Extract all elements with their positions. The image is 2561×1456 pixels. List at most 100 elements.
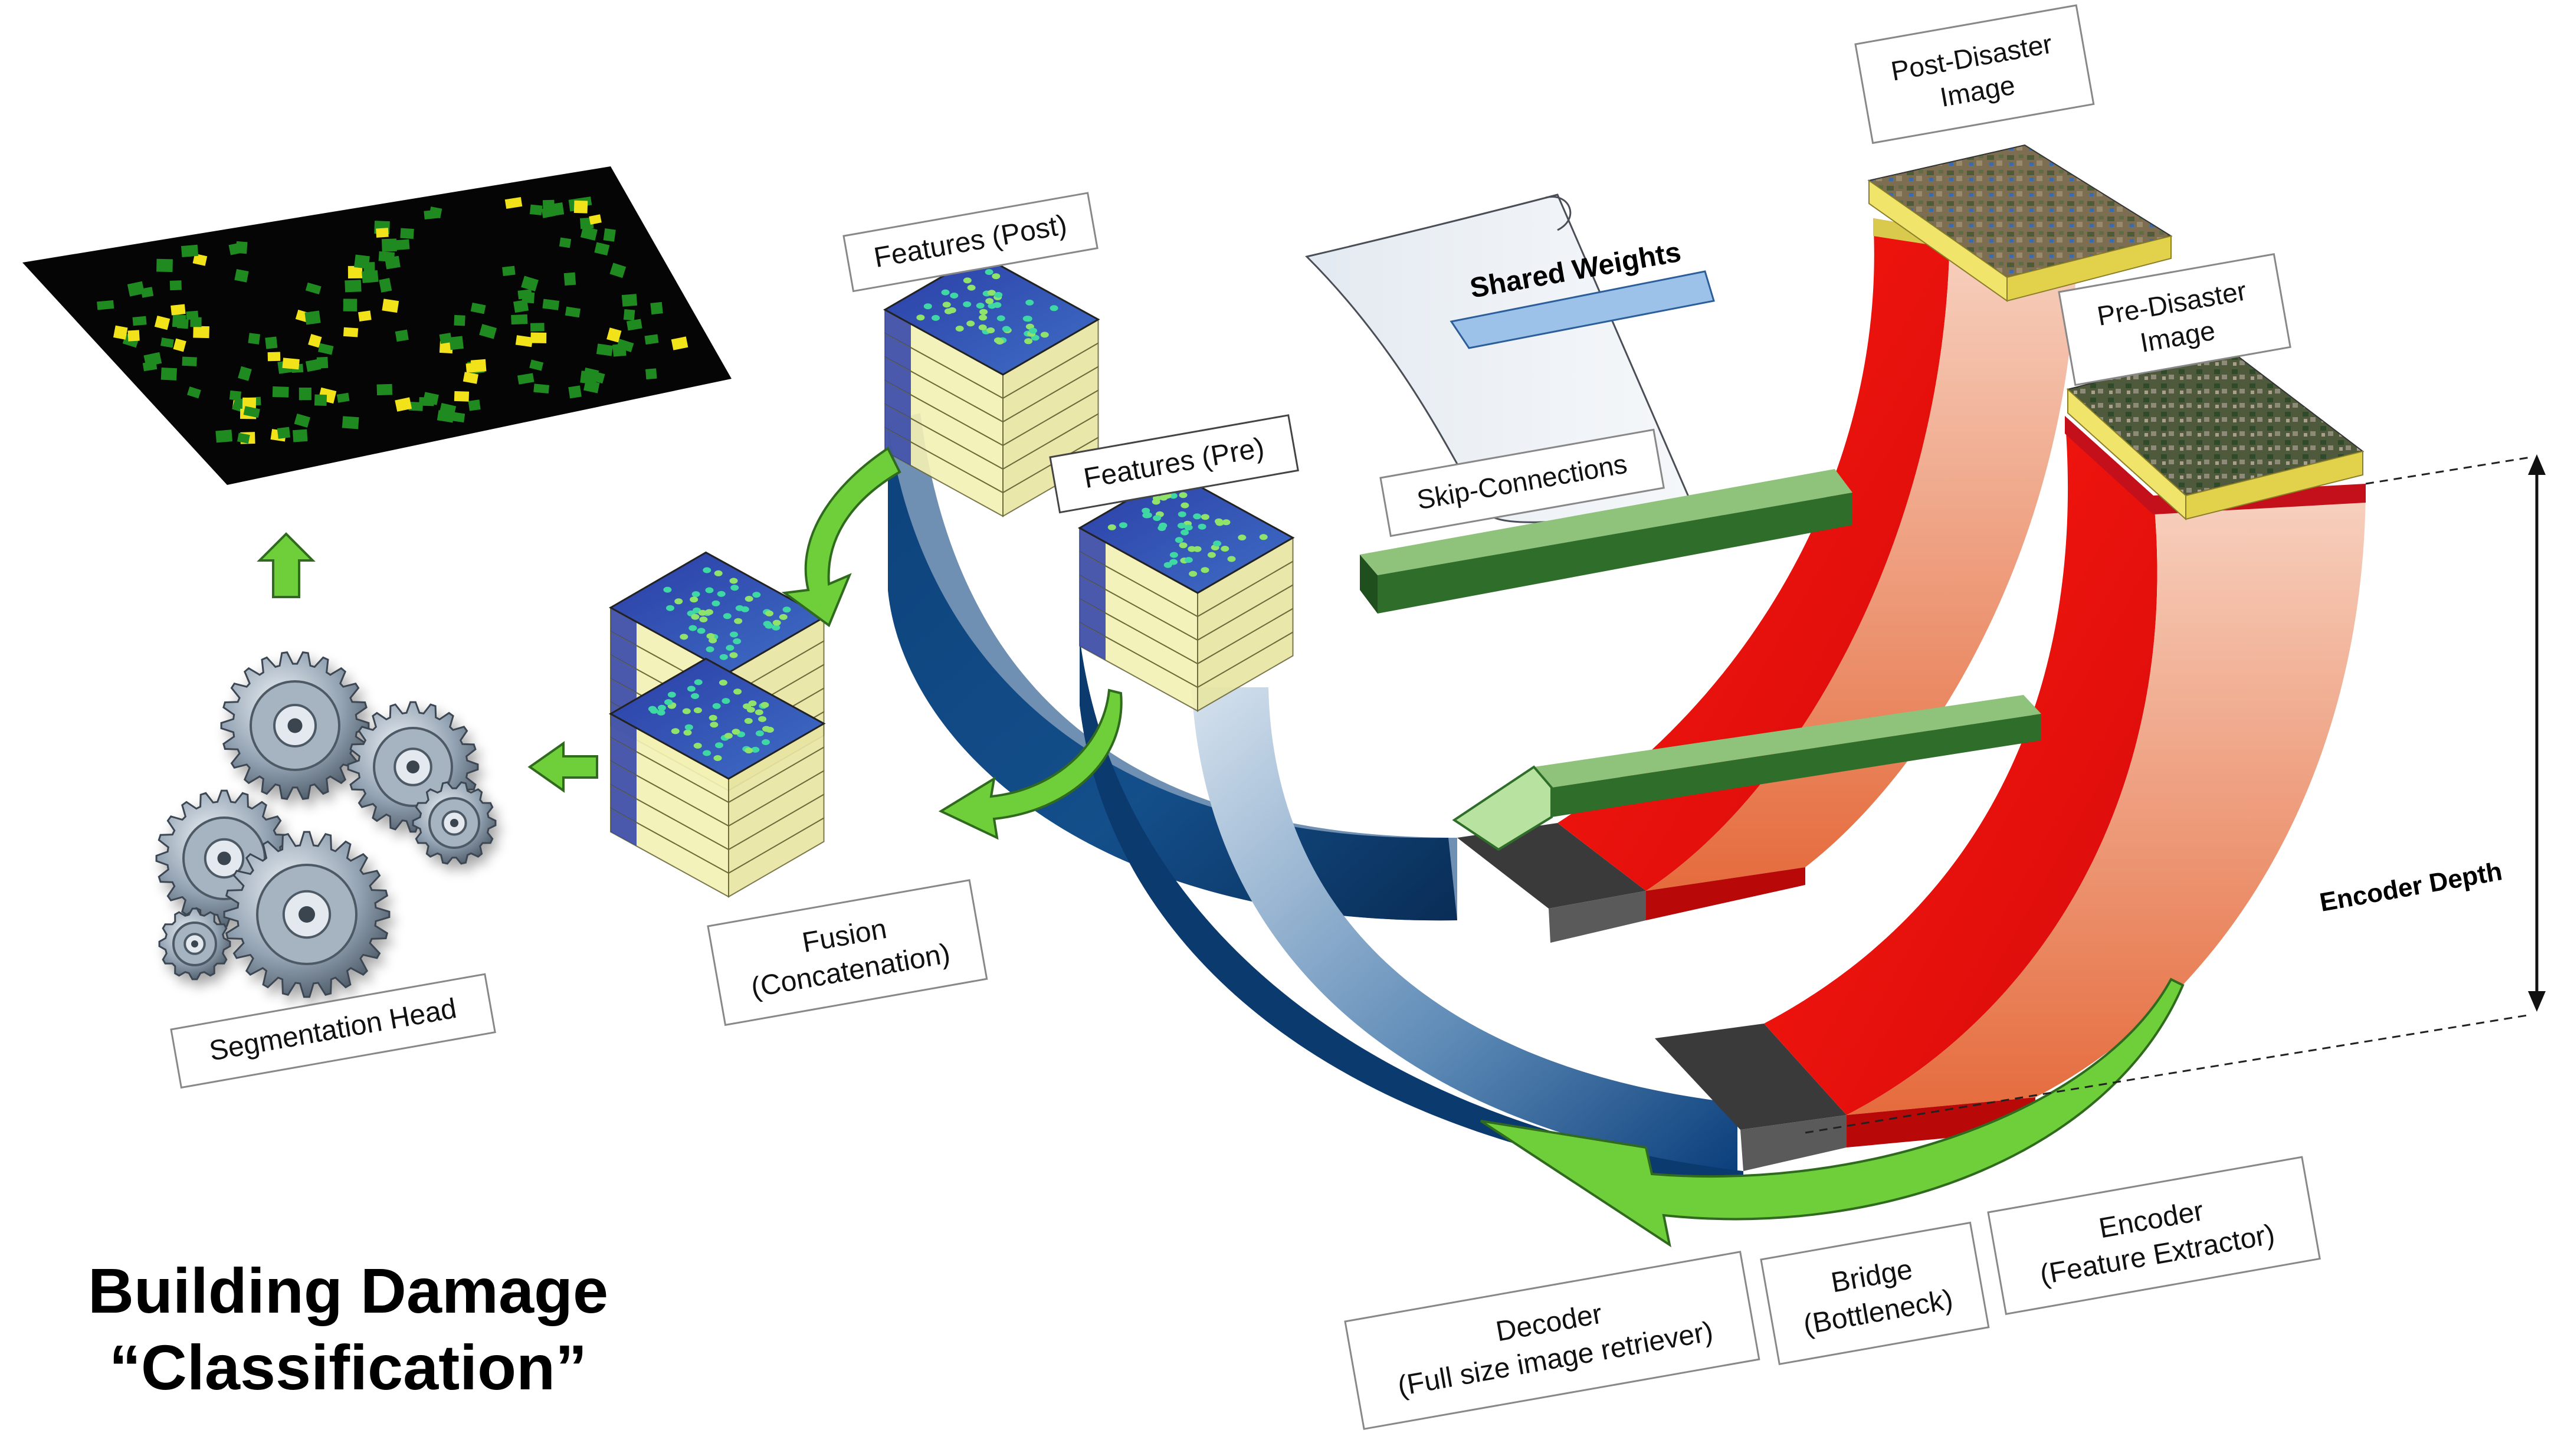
map-building — [408, 401, 424, 411]
map-building — [267, 352, 281, 362]
map-building — [305, 359, 322, 372]
map-building — [424, 209, 441, 220]
map-building — [156, 258, 173, 273]
map-building — [609, 263, 627, 278]
map-building — [243, 406, 260, 418]
map-building — [347, 265, 363, 279]
map-building — [345, 300, 358, 311]
arrow-icon — [781, 447, 901, 628]
map-building — [378, 251, 395, 263]
map-building — [542, 299, 560, 310]
map-building — [376, 228, 389, 238]
map-building — [591, 370, 605, 384]
map-building — [580, 226, 598, 241]
map-building — [644, 334, 659, 345]
map-building — [394, 239, 410, 251]
map-building — [160, 367, 177, 381]
map-building — [517, 373, 535, 385]
map-building — [186, 310, 199, 320]
map-building — [193, 326, 209, 339]
map-building — [596, 343, 614, 356]
map-building — [573, 200, 588, 214]
bridge-block-post-front — [1549, 891, 1646, 943]
fusion-stack-bottom — [608, 657, 826, 898]
encoder-band-pre — [1764, 416, 2157, 1115]
title-line-2: “Classification” — [109, 1332, 587, 1403]
label-pre-disaster-image: Pre-Disaster Image — [2058, 253, 2291, 386]
map-building — [173, 338, 186, 352]
map-building — [272, 386, 289, 398]
features-post-stack — [883, 253, 1100, 517]
label-bridge: Bridge (Bottleneck) — [1760, 1221, 1990, 1366]
encoder-depth-label: Encoder Depth — [2317, 857, 2504, 917]
bridge-block-pre-front — [1740, 1115, 1847, 1171]
map-building — [568, 385, 582, 399]
encoder-front-pre — [1847, 1097, 2035, 1147]
map-building — [294, 414, 310, 428]
map-building — [381, 238, 397, 252]
map-building — [308, 334, 322, 348]
map-building — [314, 394, 327, 406]
map-building — [563, 272, 576, 286]
map-building — [395, 397, 412, 412]
bridge-block-pre — [1655, 1024, 1847, 1130]
gear-icon — [412, 781, 497, 865]
map-building — [190, 317, 202, 327]
map-building — [132, 316, 147, 326]
map-building — [127, 330, 140, 342]
map-building — [170, 304, 186, 316]
map-building — [511, 314, 528, 325]
map-building — [248, 333, 261, 345]
map-building — [623, 309, 635, 321]
map-building — [277, 427, 291, 439]
map-building — [379, 278, 392, 293]
gear-icon — [158, 907, 231, 980]
encoder-side-post — [1646, 231, 2077, 891]
map-building — [470, 359, 487, 373]
features-pre-stack — [1077, 471, 1295, 712]
map-building — [182, 356, 197, 366]
map-building — [395, 329, 409, 342]
label-features-pre: Features (Pre) — [1049, 414, 1300, 514]
gear-icon — [155, 789, 293, 927]
map-building — [454, 314, 465, 326]
gear-icon — [223, 831, 391, 998]
encoder-front-post — [1646, 867, 1805, 920]
map-building — [603, 228, 616, 242]
map-building — [143, 352, 162, 367]
arrow-icon — [938, 688, 1123, 840]
title-line-1: Building Damage — [88, 1255, 608, 1326]
map-building — [626, 319, 642, 331]
map-building — [113, 325, 128, 340]
map-building — [343, 327, 359, 337]
map-building — [238, 366, 252, 381]
map-building — [621, 294, 638, 307]
map-building — [479, 324, 497, 339]
map-building — [542, 199, 555, 211]
map-building — [650, 301, 663, 315]
map-building — [671, 336, 688, 350]
map-building — [463, 372, 478, 384]
map-building — [318, 343, 334, 355]
map-building — [237, 432, 250, 444]
map-building — [160, 337, 174, 348]
map-building — [265, 336, 278, 349]
skip-connection-top — [1360, 469, 1852, 614]
map-building — [192, 253, 208, 266]
map-building — [529, 359, 544, 371]
label-decoder: Decoder (Full size image retriever) — [1344, 1251, 1760, 1430]
map-building — [127, 281, 145, 297]
skip-connection-bottom — [1452, 695, 2041, 851]
map-building — [594, 242, 610, 256]
map-building — [358, 310, 372, 322]
map-building — [440, 405, 455, 419]
arrow-icon — [527, 741, 598, 793]
damage-map — [22, 166, 732, 485]
pre-disaster-image — [2065, 347, 2366, 521]
map-building — [169, 280, 182, 291]
map-building — [345, 280, 362, 293]
map-building — [299, 387, 311, 401]
map-building — [187, 386, 201, 399]
map-building — [513, 299, 529, 313]
label-fusion: Fusion (Concatenation) — [707, 879, 988, 1027]
